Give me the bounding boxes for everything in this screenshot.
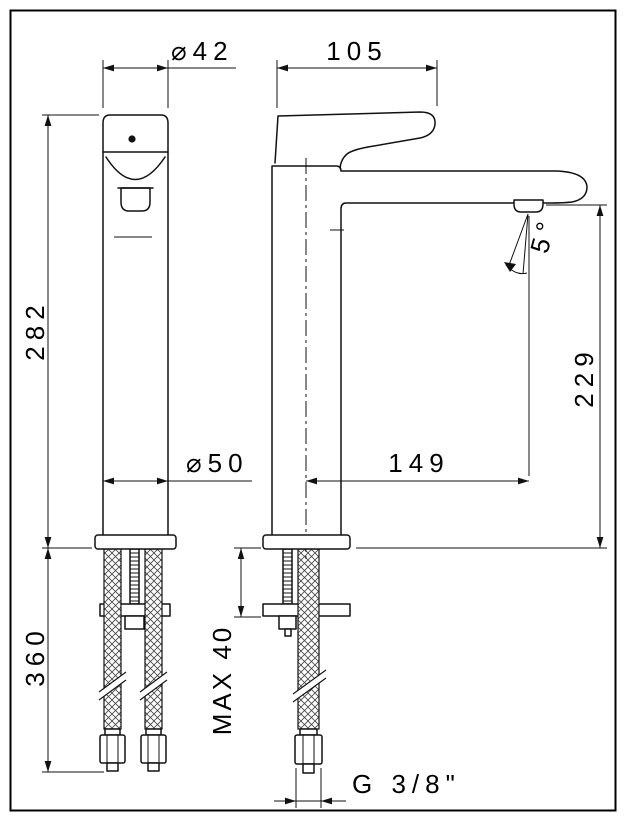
dim-label-105: 105	[326, 36, 387, 66]
front-mounting-nut	[124, 615, 145, 630]
hose-left-break	[99, 672, 126, 700]
side-flex-hose	[292, 548, 327, 774]
hex-facets	[147, 735, 160, 763]
arrowhead	[285, 797, 296, 805]
collar	[299, 728, 318, 736]
dimension-max-thickness: MAX 40	[207, 547, 261, 736]
dimension-hose-length: 360	[20, 548, 104, 773]
front-flex-hoses	[98, 548, 168, 730]
arrowhead	[237, 606, 245, 617]
stud-threads	[130, 552, 139, 602]
front-mounting-stud	[129, 548, 140, 605]
arrowhead	[103, 477, 114, 485]
side-stud-tip	[284, 628, 292, 637]
stud-threads	[283, 552, 292, 602]
side-body-spout-outline	[271, 165, 588, 536]
side-mounting-nut	[278, 615, 297, 630]
arrowhead	[306, 477, 317, 485]
arrowhead	[518, 477, 529, 485]
side-mounting-stud	[282, 548, 293, 605]
side-lever-handle	[274, 111, 436, 169]
extension-lines	[356, 204, 607, 549]
extension-lines	[295, 768, 322, 808]
dimension-base-diameter: ⌀50	[103, 448, 252, 485]
nipple	[106, 762, 119, 772]
hose-left-break-lines	[98, 671, 127, 701]
front-hose-fittings	[99, 728, 167, 772]
hose-left	[103, 548, 122, 730]
hex-facets	[302, 735, 315, 764]
dim-label-282: 282	[20, 299, 50, 360]
arrowhead	[596, 537, 604, 548]
hose-right	[144, 548, 163, 730]
dim-label-max40: MAX 40	[207, 625, 237, 736]
front-body-column	[102, 114, 169, 536]
side-aerator	[513, 199, 544, 213]
front-base-flange	[94, 534, 177, 550]
front-aerator	[120, 187, 151, 212]
hex-facets	[106, 735, 119, 763]
dimension-body-height: 282	[20, 114, 99, 549]
arrowhead	[44, 548, 52, 559]
nipple	[147, 762, 160, 772]
extension-lines	[234, 547, 261, 618]
arrowhead	[237, 548, 245, 559]
arrowhead	[44, 537, 52, 548]
arrowhead	[157, 64, 168, 72]
angle-legs	[507, 213, 529, 275]
side-view	[262, 111, 588, 774]
arrowhead	[44, 761, 52, 772]
hose-break-lines	[292, 669, 327, 703]
dimension-handle-length: 105	[276, 36, 438, 108]
dim-label-360: 360	[20, 625, 50, 686]
arrowhead	[596, 205, 604, 216]
arrowhead	[277, 64, 288, 72]
collar	[104, 728, 121, 736]
hose-right-break-lines	[139, 671, 168, 701]
dimension-spout-angle: 5°	[504, 213, 563, 275]
collar	[145, 728, 162, 736]
arrowhead	[157, 477, 168, 485]
border-frame	[9, 9, 617, 812]
hose-right-break	[140, 672, 167, 700]
handle-dot	[128, 135, 136, 143]
dim-label-dia50: ⌀50	[186, 448, 249, 478]
extension-lines	[42, 114, 99, 549]
hose	[297, 548, 320, 730]
dimension-top-diameter: ⌀42	[102, 36, 236, 108]
front-spout-arc	[105, 156, 166, 181]
dimension-spout-height: 229	[356, 204, 607, 549]
hex-nut	[99, 734, 126, 764]
arrowhead	[321, 797, 332, 805]
dim-label-5deg: 5°	[524, 213, 563, 256]
nipple	[302, 763, 315, 774]
dimension-thread-size: G 3/8"	[274, 768, 461, 808]
arrowhead	[504, 262, 516, 272]
hose-break	[293, 670, 326, 702]
dim-label-g38: G 3/8"	[352, 769, 461, 799]
side-base-flange	[262, 534, 351, 550]
hex-nut	[294, 734, 323, 765]
dim-label-149: 149	[388, 448, 449, 478]
dimension-spout-reach: 149	[306, 216, 530, 485]
arrowhead	[426, 64, 437, 72]
arrowhead	[103, 64, 114, 72]
front-view	[94, 114, 177, 772]
hex-nut	[140, 734, 167, 764]
arrowhead	[44, 115, 52, 126]
dim-label-dia42: ⌀42	[171, 36, 234, 66]
extension-lines	[276, 60, 438, 108]
dim-label-229: 229	[569, 346, 599, 407]
